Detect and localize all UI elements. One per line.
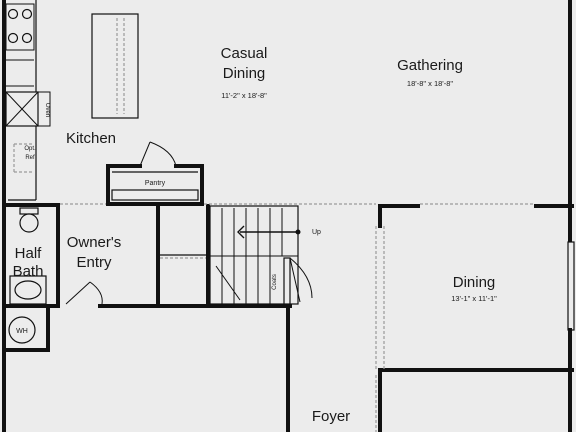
sink-icon xyxy=(9,275,47,305)
water-heater-icon xyxy=(8,316,36,344)
foyer-label: Foyer xyxy=(312,408,350,425)
owners-entry-label-line2: Entry xyxy=(76,254,112,271)
thin-lines xyxy=(8,0,575,331)
half-bath-label-line2: Bath xyxy=(13,263,44,280)
burner-icon xyxy=(7,32,19,44)
pantry-label: Pantry xyxy=(145,180,166,187)
casual-dining-label-line1: Casual xyxy=(221,45,268,62)
oven-cabinet: Oven xyxy=(5,91,51,127)
dining-dimensions: 13'-1" x 11'-1" xyxy=(451,294,497,303)
coat-closet-door xyxy=(289,257,313,303)
pantry-door xyxy=(139,141,177,167)
owners-entry-label-line1: Owner's xyxy=(67,234,122,251)
cooktop xyxy=(5,3,35,51)
coats-label: Coats xyxy=(272,274,278,290)
dashed-lines xyxy=(13,18,534,432)
opt-label: Opt. xyxy=(24,146,36,152)
oven-label: Oven xyxy=(44,103,50,117)
water-heater-label: WH xyxy=(16,328,28,335)
refrigerator-space: Opt. Ref xyxy=(24,146,36,161)
counter-sink xyxy=(6,59,34,87)
casual-dining-dimensions: 11'-2" x 18'-8" xyxy=(221,91,267,100)
half-bath-label-line1: Half xyxy=(15,245,43,262)
burner-icon xyxy=(21,32,33,44)
toilet-icon xyxy=(19,207,39,233)
stairs-up-label: Up xyxy=(312,229,321,236)
gathering-label: Gathering xyxy=(397,57,463,74)
burner-icon xyxy=(7,8,19,20)
kitchen-label: Kitchen xyxy=(66,130,116,147)
dining-label: Dining xyxy=(453,274,496,291)
burner-icon xyxy=(21,8,33,20)
staircase xyxy=(210,208,301,304)
gathering-dimensions: 18'-8" x 18'-8" xyxy=(407,79,453,88)
owners-entry-door xyxy=(65,281,103,305)
ref-label: Ref xyxy=(25,155,35,161)
casual-dining-label-line2: Dining xyxy=(223,65,266,82)
